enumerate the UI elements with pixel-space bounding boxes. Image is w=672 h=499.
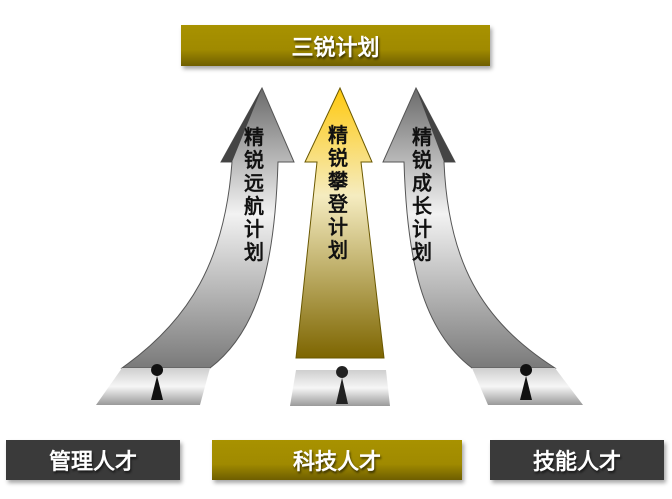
keyhole-icon xyxy=(520,364,533,400)
arrow-middle-label: 精锐攀登计划 xyxy=(328,123,348,262)
category-skills: 技能人才 xyxy=(490,440,664,480)
arrow-middle xyxy=(290,86,390,406)
keyhole-icon xyxy=(151,364,164,400)
category-technology: 科技人才 xyxy=(212,440,462,480)
arrow-left xyxy=(96,86,295,405)
category-management: 管理人才 xyxy=(6,440,180,480)
arrow-left-label: 精锐远航计划 xyxy=(244,125,264,264)
arrow-right-label: 精锐成长计划 xyxy=(412,125,432,264)
arrow-right xyxy=(382,86,583,405)
keyhole-icon xyxy=(336,366,349,404)
title-box: 三锐计划 xyxy=(181,25,490,66)
